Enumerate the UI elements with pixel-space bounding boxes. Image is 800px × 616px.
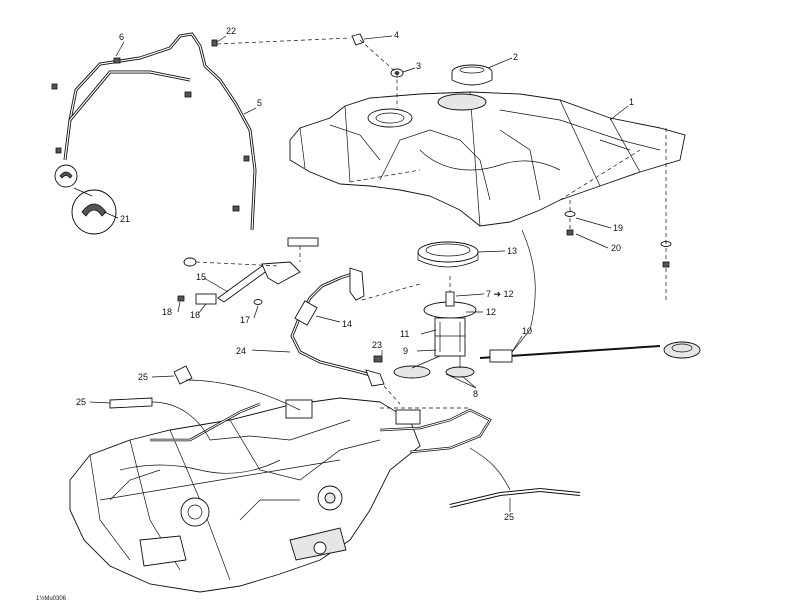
detail-circle-clip <box>54 164 117 235</box>
callout-15: 15 <box>196 272 206 282</box>
mounting-bracket <box>177 237 319 305</box>
fuel-tank <box>289 91 686 227</box>
filler-cap <box>451 64 493 86</box>
reference-code: 1½Mu0306 <box>36 595 67 602</box>
callout-13: 13 <box>507 246 517 256</box>
callout-9: 9 <box>403 346 408 356</box>
callout-labels: 1 2 3 4 5 6 7 ➔ 12 8 9 10 11 12 13 14 15… <box>36 26 634 602</box>
callout-12: 12 <box>486 307 496 317</box>
callout-23: 23 <box>372 340 382 350</box>
locking-ring <box>417 241 479 268</box>
wiring-harness <box>479 341 701 363</box>
callout-2: 2 <box>513 52 518 62</box>
loose-hoses <box>109 365 581 508</box>
callout-8: 8 <box>473 389 478 399</box>
callout-25-mid: 25 <box>76 397 86 407</box>
callout-19: 19 <box>613 223 623 233</box>
engine-assembly <box>69 397 492 593</box>
callout-1: 1 <box>629 97 634 107</box>
callout-16: 16 <box>190 310 200 320</box>
vent-hose <box>63 32 257 231</box>
callout-11: 11 <box>400 329 409 339</box>
callout-24: 24 <box>236 346 246 356</box>
callout-6: 6 <box>119 32 124 42</box>
callout-14: 14 <box>342 319 352 329</box>
leader-lines <box>73 35 629 512</box>
callout-17: 17 <box>240 315 250 325</box>
vent-fitting <box>351 33 365 46</box>
callout-7-12: 7 ➔ 12 <box>486 289 514 299</box>
hose-clips <box>51 39 250 212</box>
callout-3: 3 <box>416 61 421 71</box>
callout-21: 21 <box>120 214 130 224</box>
callout-10: 10 <box>522 326 532 336</box>
fuel-line-filter <box>290 267 385 387</box>
washers-nuts <box>564 211 672 268</box>
callout-4: 4 <box>394 30 399 40</box>
callout-5: 5 <box>257 98 262 108</box>
callout-18: 18 <box>162 307 172 317</box>
callout-25-bottom: 25 <box>504 512 514 522</box>
callout-25-top: 25 <box>138 372 148 382</box>
fuel-pump-module <box>393 291 477 379</box>
callout-20: 20 <box>611 243 621 253</box>
callout-22: 22 <box>226 26 236 36</box>
